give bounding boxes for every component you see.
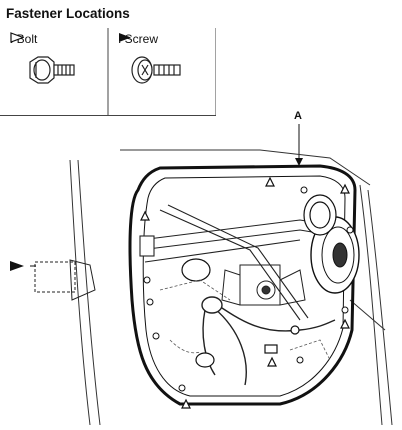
filled-triangle-icon <box>119 33 131 42</box>
screw-marker <box>10 261 24 271</box>
door-frame <box>69 149 393 426</box>
bolt-marker <box>267 356 277 367</box>
callout-leader <box>295 124 303 166</box>
page-title: Fastener Locations <box>6 6 130 21</box>
wiring-harness <box>201 296 336 386</box>
bolt-marker <box>181 398 191 409</box>
legend-screw-label: : Screw <box>118 32 159 46</box>
bolt-icon <box>29 56 75 84</box>
speaker <box>310 216 360 294</box>
screw-icon <box>131 56 181 84</box>
bolt-marker <box>340 183 350 194</box>
service-hole <box>181 258 211 282</box>
bolt-marker <box>340 318 350 329</box>
fastener-legend: : Bolt : Screw <box>0 28 216 116</box>
regulator-rails <box>139 204 331 321</box>
upper-opening <box>303 194 337 236</box>
latch-assembly <box>221 264 306 306</box>
side-trim-piece <box>30 259 96 301</box>
bolt-marker <box>265 176 275 187</box>
lower-cutouts <box>195 325 300 368</box>
outline-triangle-icon <box>10 32 24 43</box>
mounting-holes <box>143 186 354 392</box>
legend-bolt: : Bolt <box>10 32 37 46</box>
panel-stamping <box>159 279 331 361</box>
bolt-marker <box>140 210 150 221</box>
bolt-markers <box>140 176 350 409</box>
legend-frame <box>0 28 216 116</box>
callout-label-a: A <box>294 110 302 122</box>
legend-screw: : Screw <box>118 32 158 46</box>
door-panel <box>128 164 357 406</box>
